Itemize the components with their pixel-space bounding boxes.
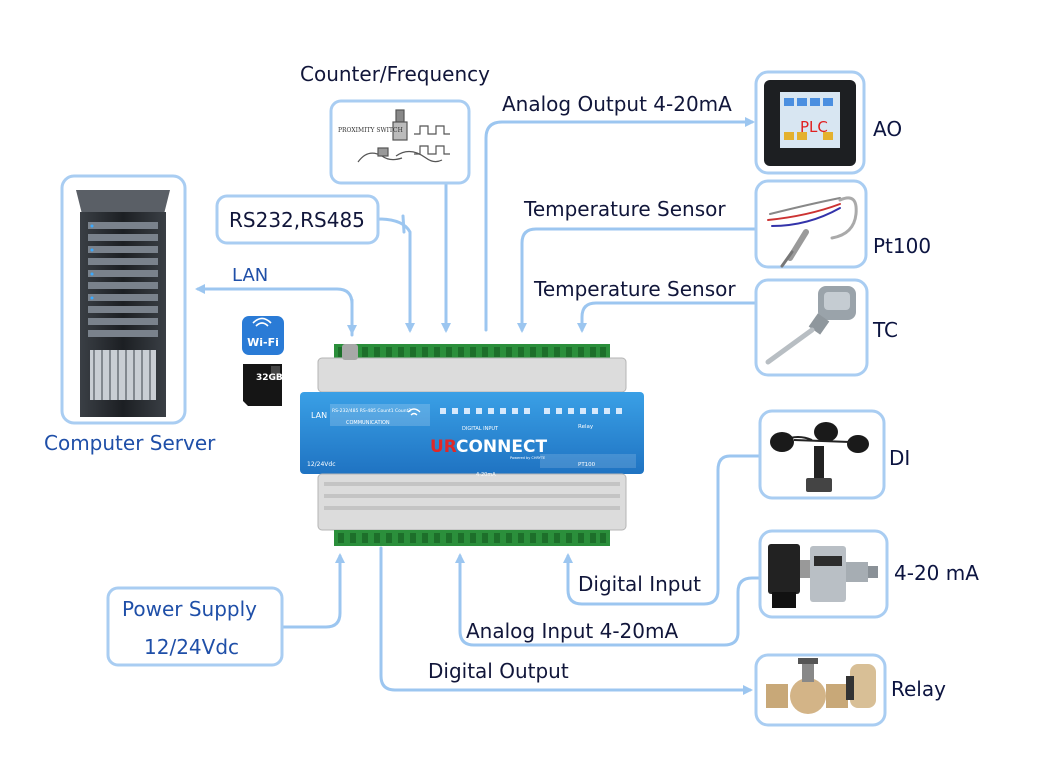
sd-card-icon [243,364,282,406]
device-tc-label: TC [873,318,899,342]
digital-output-label: Digital Output [428,659,569,683]
wifi-badge-icon [242,316,284,355]
module-lan-label: LAN [311,411,327,420]
lan-label: LAN [232,265,269,286]
analog-output-label: Analog Output 4-20mA [502,92,732,116]
plc-screen-label: PLC [800,118,828,136]
module-brand-connect: CONNECT [456,437,547,457]
module-relay: Relay [578,424,594,430]
device-di-label: DI [889,446,911,470]
module-communication: COMMUNICATION [346,420,390,426]
device-4-20ma-label: 4-20 mA [894,561,979,585]
module-brand-ur: UR [430,437,457,457]
proximity-switch-label: PROXIMITY SWITCH [338,127,403,134]
rs-box [215,194,380,245]
tc-probe-icon [765,286,856,365]
server-rack-icon [76,190,170,417]
module-wifi-icon [407,408,421,416]
power-box [106,586,284,667]
module-digital-input: DIGITAL INPUT [462,426,499,432]
module-comm-ports: RS-232/485 RS-485 Count1 Count2 [332,408,411,414]
device-pt100-label: Pt100 [873,234,932,258]
rs-arrow-down [376,217,415,333]
computer-server-label: Computer Server [44,431,216,455]
counter-box [329,99,471,185]
counter-frequency-label: Counter/Frequency [300,62,490,86]
temperature-sensor-1-label: Temperature Sensor [524,197,726,221]
digital-input-arrow [563,454,762,606]
proximity-switch-icon [357,109,450,163]
pt100-probe-icon [767,196,858,268]
module-power-label: 12/24Vdc [307,461,336,468]
analog-output-arrow [484,117,755,332]
device-ao-label: AO [873,117,903,141]
power-supply-label: Power Supply [122,597,257,621]
module-brand-sub: Powered by CHRYTE [510,456,545,460]
temp1-arrow [517,227,758,333]
module-ma: 4-20mA [476,472,496,478]
power-arrow [280,553,345,629]
plc-icon [764,80,856,166]
power-voltage-label: 12/24Vdc [144,635,240,659]
valve-icon [766,658,876,714]
temperature-sensor-2-label: Temperature Sensor [534,277,736,301]
module-pt100: PT100 [578,462,596,468]
pressure-transmitter-icon [768,544,878,608]
anemometer-icon [770,422,869,492]
analog-input-arrow [455,553,762,647]
temp2-arrow [577,301,758,333]
wifi-badge-label: Wi-Fi [247,336,279,349]
analog-input-label: Analog Input 4-20mA [466,619,679,643]
device-relay-label: Relay [891,677,946,701]
pt100-box [754,179,868,269]
rs-arrow-stub [401,214,406,234]
rs-label: RS232,RS485 [229,208,365,232]
connector-lines [195,117,762,695]
digital-output-arrow [379,546,753,695]
sd-card-label: 32GB [256,373,283,383]
urconnect-module [300,344,644,546]
digital-input-label: Digital Input [578,572,702,596]
